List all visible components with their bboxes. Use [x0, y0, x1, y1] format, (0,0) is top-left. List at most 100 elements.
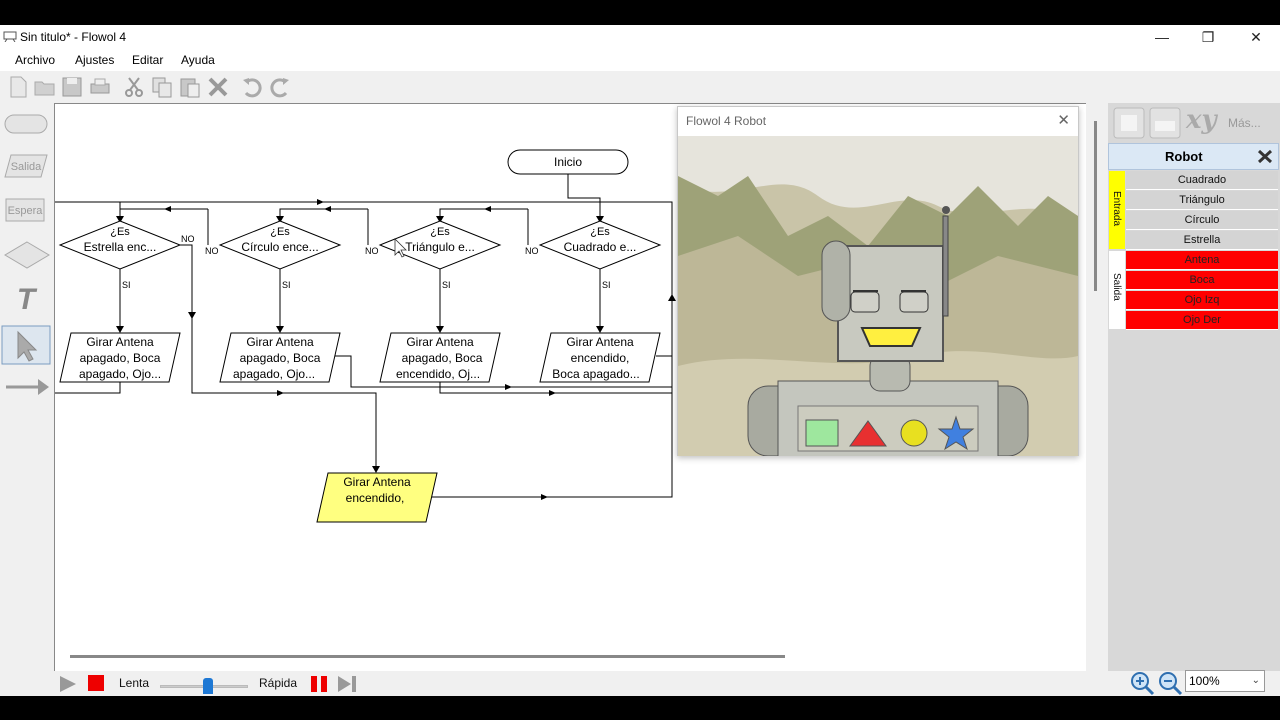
output-estrella-line2: apagado, Boca: [80, 351, 161, 365]
output-circulo[interactable]: Girar Antena apagado, Boca apagado, Ojo.…: [219, 332, 341, 383]
decision-circulo[interactable]: ¿Es Círculo ence...: [218, 220, 342, 270]
pause-icon[interactable]: [310, 675, 328, 693]
output-tab: Salida: [1109, 251, 1125, 329]
decision-triangulo-line2: Triángulo e...: [405, 240, 475, 254]
robot-panel-header: Robot: [1108, 143, 1279, 170]
decision-cuadrado[interactable]: ¿Es Cuadrado e...: [538, 220, 662, 270]
xy-variables-button[interactable]: xy: [1186, 105, 1217, 135]
square-sensor-icon: [805, 419, 839, 447]
output-tool[interactable]: Salida: [4, 153, 48, 179]
menu-ajustes[interactable]: Ajustes: [75, 53, 115, 67]
robot-window-close-icon[interactable]: ✕: [1057, 112, 1070, 129]
input-estrella[interactable]: Estrella: [1126, 231, 1278, 250]
horizontal-scrollbar[interactable]: [70, 655, 785, 658]
flow-arrowheads: [116, 199, 676, 500]
step-icon[interactable]: [337, 675, 357, 693]
decision-cuadrado-line1: ¿Es: [590, 226, 610, 238]
no-label: NO: [525, 246, 539, 256]
decision-tool-icon[interactable]: [4, 241, 50, 269]
mouse-cursor-icon: [394, 238, 407, 258]
play-icon[interactable]: [58, 675, 78, 693]
output-triangulo[interactable]: Girar Antena apagado, Boca encendido, Oj…: [379, 332, 501, 383]
speed-slider[interactable]: [160, 675, 248, 694]
toolbar: [0, 71, 1280, 103]
pointer-tool-icon[interactable]: [1, 325, 51, 365]
symbol-palette: Salida Espera T: [0, 103, 54, 673]
output-cuadrado-line3: Boca apagado...: [552, 367, 639, 381]
output-ojo-der[interactable]: Ojo Der: [1126, 311, 1278, 330]
speed-fast-label: Rápida: [259, 676, 298, 690]
delete-icon[interactable]: [206, 75, 230, 99]
text-tool[interactable]: T: [4, 281, 48, 315]
chevron-down-icon: ⌄: [1251, 675, 1260, 686]
robot-panel-close-icon[interactable]: [1256, 148, 1274, 165]
output-circulo-line3: apagado, Ojo...: [233, 367, 315, 381]
robot-scene: [678, 136, 1078, 456]
mimic-icon[interactable]: [1113, 107, 1145, 139]
input-triangulo[interactable]: Triángulo: [1126, 191, 1278, 210]
decision-circulo-line1: ¿Es: [270, 226, 290, 238]
new-icon[interactable]: [6, 75, 30, 99]
robot-eye-left: [850, 291, 880, 313]
menu-editar[interactable]: Editar: [132, 53, 164, 67]
flowol-app-icon: [3, 31, 17, 42]
flowchart-diagram: Inicio ¿Es Estrella enc... ¿Es Círculo e…: [55, 149, 676, 523]
output-ojo-izq[interactable]: Ojo Izq: [1126, 291, 1278, 310]
output-cuadrado-line2: encendido,: [571, 351, 630, 365]
cut-icon[interactable]: [122, 75, 146, 99]
menu-archivo[interactable]: Archivo: [15, 53, 56, 67]
paste-icon[interactable]: [178, 75, 202, 99]
stop-icon[interactable]: [86, 673, 106, 693]
output-circulo-line1: Girar Antena: [246, 335, 314, 349]
terminator-tool-icon[interactable]: [4, 114, 48, 134]
output-circulo-line2: apagado, Boca: [240, 351, 321, 365]
menu-ayuda[interactable]: Ayuda: [181, 53, 215, 67]
output-cuadrado[interactable]: Girar Antena encendido, Boca apagado...: [539, 332, 661, 383]
arrow-tool-icon[interactable]: [4, 376, 50, 398]
output-active[interactable]: Girar Antena encendido,: [316, 472, 438, 523]
decision-estrella[interactable]: ¿Es Estrella enc...: [58, 220, 182, 270]
io-panel-toolbar: xy Más...: [1108, 105, 1280, 145]
maximize-button[interactable]: ❐: [1201, 29, 1215, 45]
vertical-scrollbar[interactable]: [1094, 121, 1097, 291]
speed-slow-label: Lenta: [119, 676, 150, 690]
print-icon[interactable]: [88, 75, 112, 99]
zoom-in-icon[interactable]: [1129, 670, 1155, 696]
input-cuadrado[interactable]: Cuadrado: [1126, 171, 1278, 190]
copy-icon[interactable]: [150, 75, 174, 99]
input-circulo[interactable]: Círculo: [1126, 211, 1278, 230]
wait-tool-label: Espera: [8, 205, 44, 217]
robot-eye-right: [899, 291, 929, 313]
redo-icon[interactable]: [268, 75, 292, 99]
start-terminator[interactable]: [507, 149, 629, 175]
menu-bar: Archivo Ajustes Editar Ayuda: [0, 49, 1280, 71]
zoom-select[interactable]: 100% ⌄: [1185, 670, 1265, 692]
undo-icon[interactable]: [240, 75, 264, 99]
robot-antenna: [942, 215, 949, 317]
output-antena[interactable]: Antena: [1126, 251, 1278, 270]
save-icon[interactable]: [60, 75, 84, 99]
yes-label: SI: [442, 280, 451, 290]
decision-triangulo[interactable]: ¿Es Triángulo e...: [378, 220, 502, 270]
output-estrella[interactable]: Girar Antena apagado, Boca apagado, Ojo.…: [59, 332, 181, 383]
wait-tool[interactable]: Espera: [4, 197, 48, 223]
output-boca[interactable]: Boca: [1126, 271, 1278, 290]
start-label: Inicio: [554, 155, 582, 169]
output-estrella-line3: apagado, Ojo...: [79, 367, 161, 381]
decision-estrella-line1: ¿Es: [110, 226, 130, 238]
zoom-out-icon[interactable]: [1157, 670, 1183, 696]
no-label: NO: [365, 246, 379, 256]
decision-cuadrado-line2: Cuadrado e...: [564, 240, 637, 254]
close-button[interactable]: ✕: [1250, 29, 1262, 45]
more-button[interactable]: Más...: [1228, 116, 1261, 130]
speed-slider-thumb[interactable]: [203, 678, 213, 694]
input-tab: Entrada: [1109, 171, 1125, 249]
panel-icon[interactable]: [1149, 107, 1181, 139]
minimize-button[interactable]: —: [1155, 29, 1169, 45]
flow-connectors: [55, 174, 673, 498]
open-icon[interactable]: [33, 75, 57, 99]
robot-antenna-tip: [942, 206, 950, 214]
text-tool-label: T: [17, 283, 38, 315]
output-triangulo-line1: Girar Antena: [406, 335, 474, 349]
robot-window: Flowol 4 Robot ✕: [677, 106, 1079, 456]
